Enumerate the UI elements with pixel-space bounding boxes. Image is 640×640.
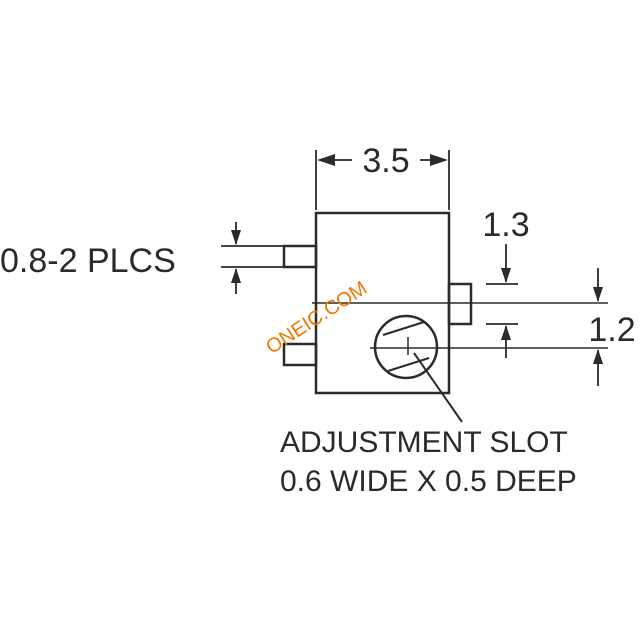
dimension-width-label: 3.5: [362, 142, 409, 180]
dimension-offset-label: 1.3: [482, 206, 529, 244]
terminal-upper: [282, 244, 318, 269]
note-line-1: ADJUSTMENT SLOT: [280, 426, 568, 459]
dimension-spacing: 1.2: [588, 268, 636, 386]
dimension-terminal: 0.8-2 PLCS: [0, 222, 284, 294]
note-line-2: 0.6 WIDE X 0.5 DEEP: [280, 465, 577, 498]
dimension-offset: 1.3: [482, 206, 530, 358]
terminal-right: [447, 282, 473, 326]
dimension-width: 3.5: [315, 142, 450, 210]
dimension-spacing-label: 1.2: [588, 311, 635, 349]
leader-line: [413, 352, 463, 423]
adjustment-screw: [373, 314, 439, 380]
dimension-terminal-label: 0.8-2 PLCS: [0, 242, 176, 280]
terminal-lower: [282, 342, 318, 367]
